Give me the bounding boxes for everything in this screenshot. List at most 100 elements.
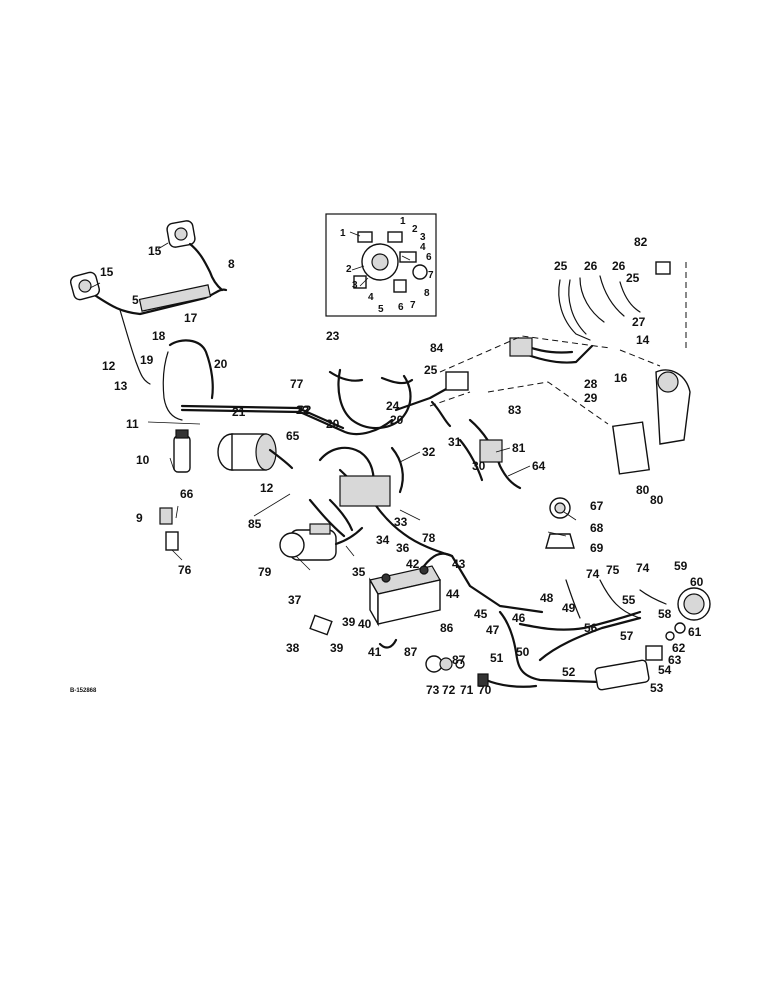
callout-label: 70 (478, 683, 492, 697)
callout-label: 69 (590, 541, 604, 555)
callout-label: 87 (452, 653, 466, 667)
inset-callout-labels: 1 1 2 3 4 6 7 8 2 3 4 5 6 7 (340, 216, 434, 315)
callout-label: 2 (412, 224, 418, 235)
callout-label: 21 (232, 405, 246, 419)
callout-label: 8 (228, 257, 235, 271)
callout-label: 25 (424, 363, 438, 377)
callout-label: 46 (512, 611, 526, 625)
callout-label: 61 (688, 625, 702, 639)
callout-label: 22 (296, 403, 310, 417)
callout-label: 2 (346, 264, 352, 275)
callout-label: 20 (326, 417, 340, 431)
callout-label: 32 (422, 445, 436, 459)
callout-label: 63 (668, 653, 682, 667)
callout-label: 37 (288, 593, 302, 607)
callout-label: 53 (650, 681, 664, 695)
callout-label: 41 (368, 645, 382, 659)
callout-labels: 8 15 15 5 17 18 19 20 12 13 22 21 11 20 … (100, 235, 704, 697)
callout-label: 26 (584, 259, 598, 273)
callout-label: 76 (178, 563, 192, 577)
callout-label: 60 (690, 575, 704, 589)
callout-label: 59 (674, 559, 688, 573)
inset-connector-detail (325, 213, 437, 317)
callout-label: 48 (540, 591, 554, 605)
callout-label: 29 (584, 391, 598, 405)
callout-label: 68 (590, 521, 604, 535)
callout-label: 49 (562, 601, 576, 615)
callout-label: 27 (632, 315, 646, 329)
rear-lamp-harness (69, 220, 228, 421)
callout-label: 74 (636, 561, 650, 575)
leader-lines (147, 421, 577, 571)
callout-label: 33 (394, 515, 408, 529)
main-harness (180, 368, 454, 558)
callout-label: 51 (490, 651, 504, 665)
callout-label: 52 (562, 665, 576, 679)
callout-label: 24 (386, 399, 400, 413)
callout-label: 82 (634, 235, 648, 249)
callout-label: 1 (340, 228, 346, 239)
callout-label: 17 (184, 311, 198, 325)
callout-label: 55 (622, 593, 636, 607)
callout-label: 45 (474, 607, 488, 621)
callout-label: 14 (636, 333, 650, 347)
ignition-coil (173, 429, 191, 473)
callout-label: 25 (554, 259, 568, 273)
callout-label: 15 (100, 265, 114, 279)
lower-lamps (159, 497, 711, 691)
callout-label: 36 (396, 541, 410, 555)
callout-label: 3 (420, 232, 426, 243)
callout-label: 54 (658, 663, 672, 677)
alternator-unit (217, 433, 294, 471)
callout-label: 83 (508, 403, 522, 417)
right-harness (445, 261, 691, 490)
callout-label: 10 (136, 453, 150, 467)
callout-label: 20 (214, 357, 228, 371)
callout-label: 65 (286, 429, 300, 443)
callout-label: 43 (452, 557, 466, 571)
callout-label: 5 (132, 293, 139, 307)
callout-label: 23 (326, 329, 340, 343)
battery (369, 565, 441, 627)
callout-label: 57 (620, 629, 634, 643)
drawing-number: B-152868 (70, 688, 97, 694)
callout-label: 19 (140, 353, 154, 367)
callout-label: 85 (248, 517, 262, 531)
callout-label: 71 (460, 683, 474, 697)
callout-label: 30 (472, 459, 486, 473)
callout-label: 1 (400, 216, 406, 227)
callout-label: 15 (148, 244, 162, 258)
callout-label: 7 (428, 270, 434, 281)
lower-harness (378, 552, 667, 688)
callout-label: 80 (636, 483, 650, 497)
callout-label: 74 (586, 567, 600, 581)
callout-label: 8 (424, 288, 430, 299)
callout-label: 3 (352, 280, 358, 291)
callout-label: 78 (422, 531, 436, 545)
callout-label: 12 (102, 359, 116, 373)
dashed-routing-lines (429, 262, 687, 425)
callout-label: 64 (532, 459, 546, 473)
callout-label: 84 (430, 341, 444, 355)
callout-label: 34 (376, 533, 390, 547)
callout-label: 28 (584, 377, 598, 391)
callout-label: 20 (390, 413, 404, 427)
callout-label: 79 (258, 565, 272, 579)
callout-label: 11 (126, 417, 139, 431)
callout-label: 56 (584, 621, 598, 635)
callout-label: 25 (626, 271, 640, 285)
callout-label: 47 (486, 623, 500, 637)
callout-label: 38 (286, 641, 300, 655)
callout-label: 77 (290, 377, 304, 391)
callout-label: 16 (614, 371, 628, 385)
starter-motor (279, 523, 364, 561)
callout-label: 12 (260, 481, 274, 495)
callout-label: 31 (448, 435, 462, 449)
callout-label: 72 (442, 683, 456, 697)
callout-label: 4 (368, 292, 374, 303)
callout-label: 4 (420, 242, 426, 253)
callout-label: 58 (658, 607, 672, 621)
callout-label: 39 (342, 615, 356, 629)
callout-label: 35 (352, 565, 366, 579)
